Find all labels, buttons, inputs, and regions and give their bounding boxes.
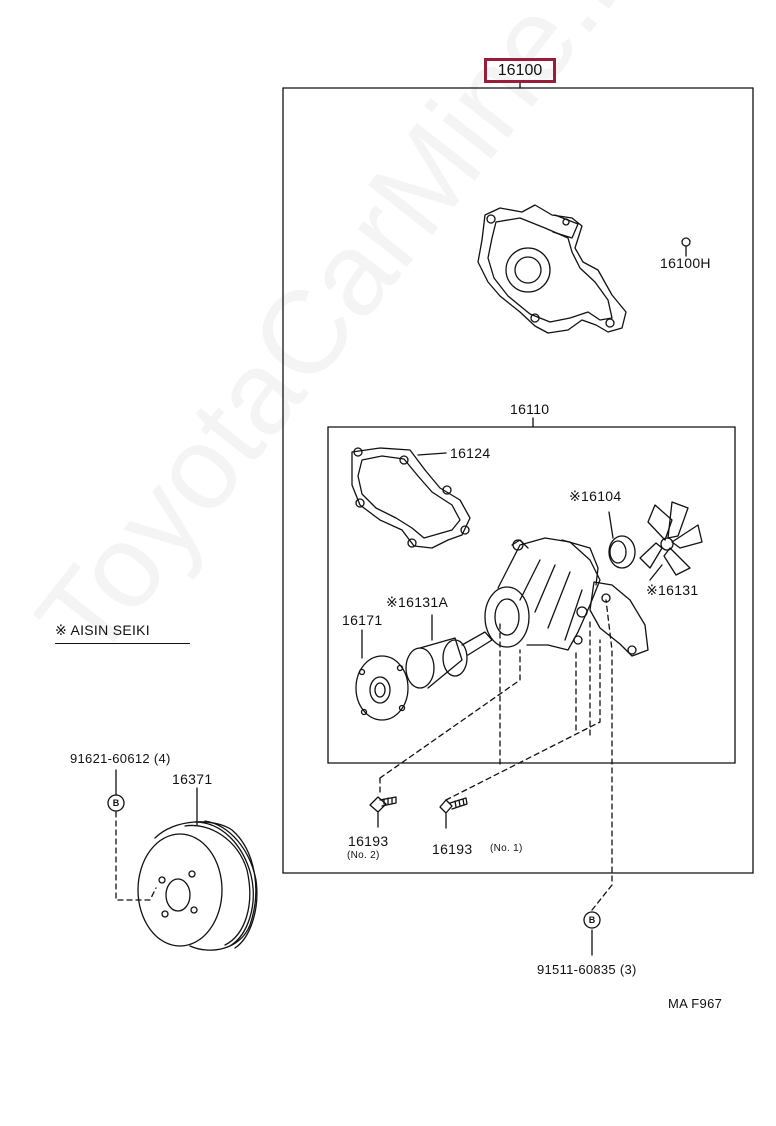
badge-b-right: B xyxy=(588,915,596,925)
part-note-16193-no2: (No. 2) xyxy=(347,850,380,861)
bolt-no1-drawing xyxy=(439,797,468,829)
seal-drawing xyxy=(608,511,636,569)
assembly-frame xyxy=(282,82,754,874)
part-label-16131A: ※16131A xyxy=(386,594,449,610)
water-inlet-plate-drawing xyxy=(477,204,691,334)
gasket-drawing xyxy=(351,447,471,549)
bolt-no2-drawing xyxy=(369,796,397,828)
part-label-16100H: 16100H xyxy=(660,255,711,271)
assembly-number: 16100 xyxy=(497,61,543,79)
subassembly-frame xyxy=(327,417,736,764)
part-label-16193-no2: 16193 xyxy=(348,833,389,849)
assembly-number-box: 16100 xyxy=(484,58,556,83)
part-label-16131: ※16131 xyxy=(646,582,699,598)
part-label-16110: 16110 xyxy=(510,401,550,417)
pump-flange-drawing xyxy=(589,581,649,657)
badge-b-left: B xyxy=(112,798,120,808)
pulley-seat-drawing xyxy=(355,629,409,721)
impeller-drawing xyxy=(639,501,703,581)
pump-body-drawing xyxy=(484,537,601,651)
maker-note: ※ AISIN SEIKI xyxy=(55,623,190,644)
shaft-bearing-drawing xyxy=(405,614,493,689)
pulley-drawing xyxy=(137,787,258,951)
part-label-16104: ※16104 xyxy=(569,488,622,504)
part-label-16171: 16171 xyxy=(342,612,383,628)
part-label-16371: 16371 xyxy=(172,771,213,787)
part-label-16124: 16124 xyxy=(450,445,491,461)
figure-code: MA F967 xyxy=(668,996,723,1011)
part-label-91511: 91511-60835 (3) xyxy=(537,962,637,977)
part-label-91621: 91621-60612 (4) xyxy=(70,751,171,766)
part-note-16193-no1: (No. 1) xyxy=(490,843,523,854)
part-label-16193-no1: 16193 xyxy=(432,841,473,857)
badge-circles xyxy=(107,794,601,929)
dashed-leaders xyxy=(115,599,613,956)
